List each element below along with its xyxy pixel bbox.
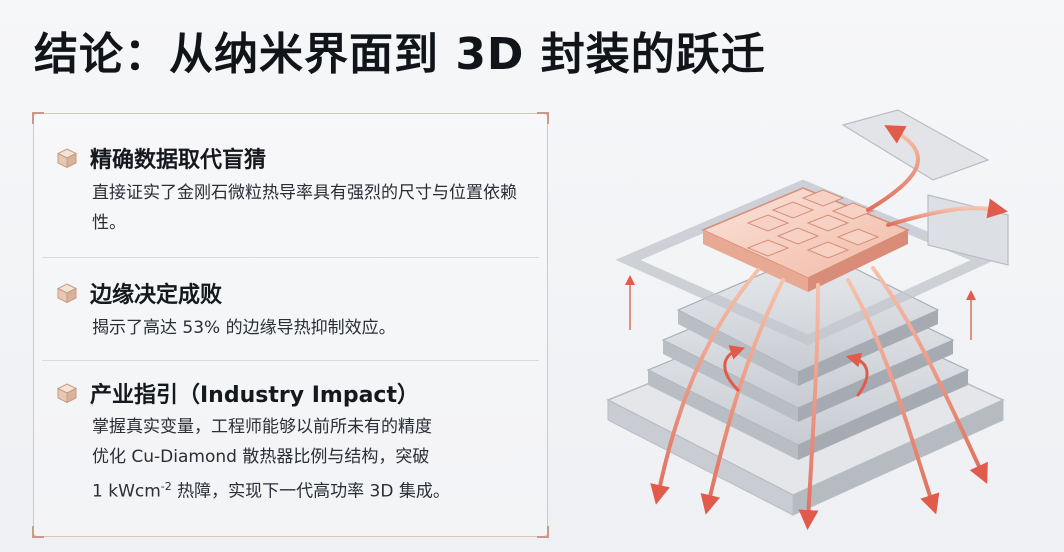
heat-flow-paths xyxy=(650,125,1008,530)
page-title: 结论：从纳米界面到 3D 封装的跃迁 xyxy=(34,29,766,80)
card-corner xyxy=(32,526,44,538)
body-line: 1 kWcm-2 热障，实现下一代高功率 3D 集成。 xyxy=(92,472,537,507)
section-heading-row: 产业指引（Industry Impact） xyxy=(56,377,419,409)
section-body: 揭示了高达 53% 的边缘导热抑制效应。 xyxy=(92,318,396,338)
cube-icon xyxy=(56,383,78,404)
section-heading: 边缘决定成败 xyxy=(90,283,223,308)
body-line: 掌握真实变量，工程师能够以前所未有的精度 xyxy=(92,417,432,437)
card-corner xyxy=(32,112,44,124)
section-body: 掌握真实变量，工程师能够以前所未有的精度 优化 Cu-Diamond 散热器比例… xyxy=(92,412,537,507)
conclusion-card: 精确数据取代盲猜 直接证实了金刚石微粒热导率具有强烈的尺寸与位置依赖性。 边缘决… xyxy=(32,112,549,538)
section-heading: 精确数据取代盲猜 xyxy=(90,148,267,173)
body-line: 优化 Cu-Diamond 散热器比例与结构，突破 xyxy=(92,447,430,467)
body-line-part: 热障，实现下一代高功率 3D 集成。 xyxy=(171,481,450,502)
section-heading-row: 精确数据取代盲猜 xyxy=(56,142,266,174)
card-corner xyxy=(537,526,549,538)
divider xyxy=(42,360,539,361)
section-body: 直接证实了金刚石微粒热导率具有强烈的尺寸与位置依赖性。 xyxy=(92,183,517,233)
up-arrows xyxy=(625,275,976,340)
divider xyxy=(42,257,539,258)
cube-icon xyxy=(56,148,78,169)
body-line-part: 1 kWcm xyxy=(92,481,161,502)
section-heading: 产业指引（Industry Impact） xyxy=(90,383,419,408)
chip-package-illustration xyxy=(606,109,1009,530)
cube-icon xyxy=(56,283,78,304)
card-corner xyxy=(537,112,549,124)
section-heading-row: 边缘决定成败 xyxy=(56,277,222,309)
superscript: -2 xyxy=(160,480,172,493)
top-die xyxy=(701,187,910,292)
